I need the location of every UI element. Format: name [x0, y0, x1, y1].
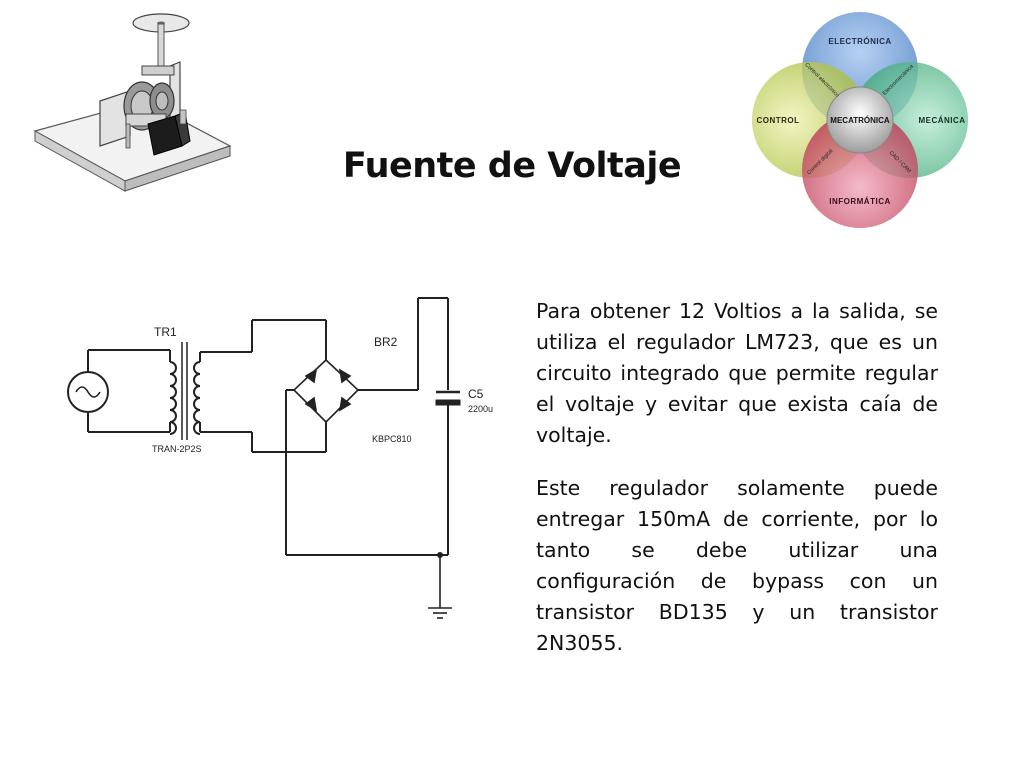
- transformer-tr1: [169, 342, 252, 440]
- venn-label-right: MECÁNICA: [918, 116, 965, 125]
- ground-symbol: [428, 555, 452, 619]
- capacitor-c5: [435, 390, 461, 555]
- slide-title: Fuente de Voltaje: [342, 146, 682, 186]
- venn-circle-bottom: [802, 112, 918, 228]
- paragraph-1: Para obtener 12 Voltios a la salida, se …: [536, 299, 938, 447]
- capacitor-value-label: 2200u: [468, 404, 493, 414]
- venn-label-top: ELECTRÓNICA: [828, 37, 891, 46]
- ac-source: [67, 349, 170, 433]
- mechanism-illustration: [33, 13, 232, 192]
- transformer-part-label: TRAN-2P2S: [152, 444, 202, 454]
- venn-label-center: MECATRÓNICA: [830, 116, 890, 125]
- bridge-rectifier-br2: [292, 358, 360, 424]
- power-supply-schematic: TR1 TRAN-2P2S BR2 KBPC810 C5 2200u: [67, 297, 493, 619]
- bridge-ref-label: BR2: [374, 335, 398, 349]
- venn-label-bottom: INFORMÁTICA: [829, 197, 891, 206]
- slide-body: Para obtener 12 Voltios a la salida, se …: [536, 296, 938, 681]
- capacitor-ref-label: C5: [468, 387, 484, 401]
- venn-circle-center: [826, 86, 894, 154]
- venn-label-left: CONTROL: [756, 116, 799, 125]
- paragraph-2: Este regulador solamente puede entregar …: [536, 476, 938, 655]
- bridge-part-label: KBPC810: [372, 434, 412, 444]
- transformer-ref-label: TR1: [154, 325, 177, 339]
- mechatronics-venn-diagram: ELECTRÓNICA CONTROL MECÁNICA INFORMÁTICA…: [752, 12, 968, 228]
